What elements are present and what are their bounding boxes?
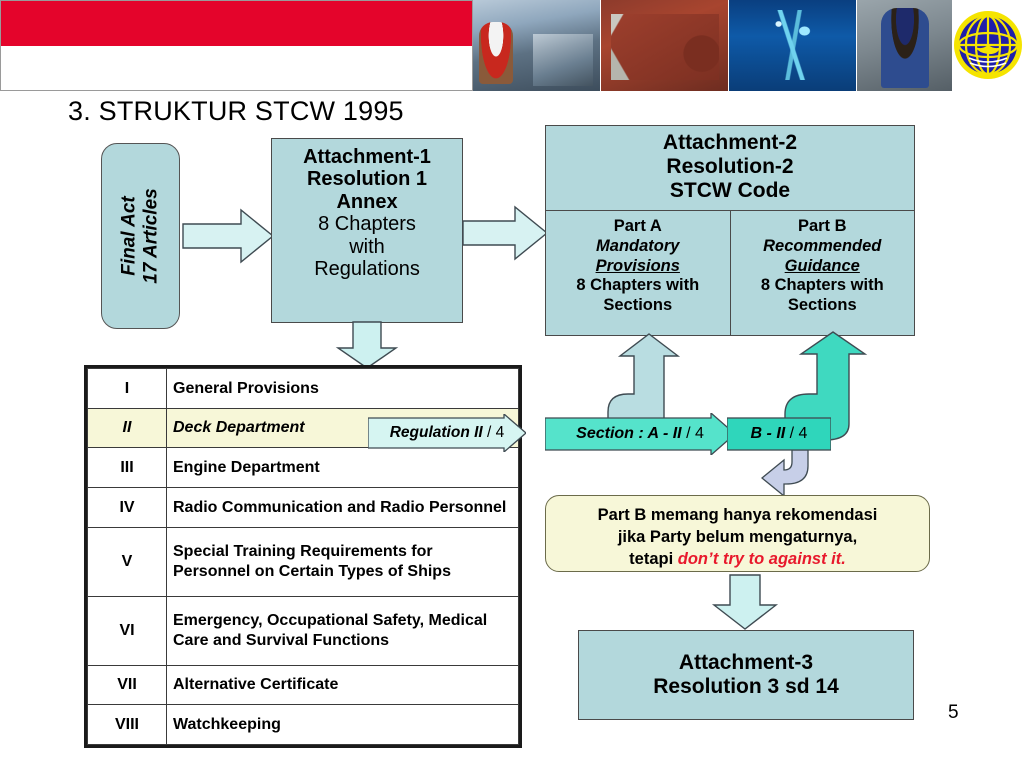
chapters-table: I General Provisions II Deck Department … xyxy=(84,365,522,748)
indonesia-flag xyxy=(0,0,473,91)
attachment3-line1: Attachment-3 xyxy=(678,651,814,674)
photo-dock-worker xyxy=(856,0,954,91)
chapter-number: I xyxy=(87,368,167,409)
part-b-subtitle-italic: Recommended xyxy=(763,236,882,255)
part-b-title: Part B xyxy=(797,217,847,235)
part-b-section-label[interactable]: B - II / 4 xyxy=(727,413,831,455)
regulation-label-suffix: / 4 xyxy=(482,424,505,441)
final-act-box[interactable]: Final Act 17 Articles xyxy=(101,143,180,329)
photo-underwater-rov xyxy=(728,0,857,91)
arrow-finalact-to-attachment1 xyxy=(182,208,275,264)
section-a-label-suffix: / 4 xyxy=(681,425,704,442)
chapter-name: Watchkeeping xyxy=(166,704,519,745)
part-b-subtitle-underline: Guidance xyxy=(784,256,860,275)
chapter-name: General Provisions xyxy=(166,368,519,409)
part-b-detail-line1: 8 Chapters with xyxy=(760,276,884,295)
note-line3-prefix: tetapi xyxy=(629,549,678,568)
attachment1-box[interactable]: Attachment-1 Resolution 1 Annex 8 Chapte… xyxy=(271,138,463,323)
note-box[interactable]: Part B memang hanya rekomendasi jika Par… xyxy=(545,495,930,572)
part-a-subtitle-italic: Mandatory xyxy=(596,236,680,255)
final-act-label: Final Act 17 Articles xyxy=(118,188,163,283)
table-row[interactable]: IV Radio Communication and Radio Personn… xyxy=(87,487,519,528)
attachment1-line6: Regulations xyxy=(314,257,420,280)
note-line1: Part B memang hanya rekomendasi xyxy=(597,506,878,524)
attachment1-line4: 8 Chapters xyxy=(318,213,416,236)
attachment1-line5: with xyxy=(349,235,385,258)
attachment1-line1: Attachment-1 xyxy=(303,146,431,168)
attachment1-line3: Annex xyxy=(336,190,398,213)
attachment3-box[interactable]: Attachment-3 Resolution 3 sd 14 xyxy=(578,630,914,720)
header-photo-strip xyxy=(473,0,954,91)
chapter-number: V xyxy=(87,526,167,597)
table-row[interactable]: I General Provisions xyxy=(87,368,519,409)
attachment2-line1: Attachment-2 xyxy=(662,131,798,154)
table-row[interactable]: VIII Watchkeeping xyxy=(87,704,519,745)
part-b-section-label-suffix: / 4 xyxy=(785,425,808,442)
table-row[interactable]: VII Alternative Certificate xyxy=(87,664,519,706)
arrow-part-b-section-to-part-b xyxy=(783,331,895,441)
regulation-label-text: Regulation II / 4 xyxy=(389,424,505,441)
arrow-note-to-attachment3 xyxy=(711,574,779,631)
arrow-attachment1-to-chapters xyxy=(335,321,399,370)
part-a-detail-line1: 8 Chapters with xyxy=(576,276,700,295)
chapter-name: Alternative Certificate xyxy=(166,664,519,706)
attachment2-heading: Attachment-2 Resolution-2 STCW Code xyxy=(546,126,914,210)
section-a-label-text: Section : A - II / 4 xyxy=(576,425,704,442)
chapter-name: Special Training Requirements for Person… xyxy=(166,526,519,597)
note-line2: jika Party belum mengaturnya, xyxy=(617,527,858,546)
section-a-label-arrow[interactable]: Section : A - II / 4 xyxy=(545,413,735,455)
slide-header xyxy=(0,0,1024,95)
chapter-number: VII xyxy=(87,664,167,706)
arrow-attachment1-to-attachment2 xyxy=(462,205,549,261)
chapter-name: Emergency, Occupational Safety, Medical … xyxy=(166,595,519,666)
table-row[interactable]: III Engine Department xyxy=(87,447,519,489)
photo-mooring-winch xyxy=(600,0,729,91)
page-title: 3. STRUKTUR STCW 1995 xyxy=(68,96,404,126)
part-a-detail-line2: Sections xyxy=(603,296,673,315)
globe-logo xyxy=(953,0,1023,91)
part-a-title: Part A xyxy=(613,217,662,235)
table-row[interactable]: V Special Training Requirements for Pers… xyxy=(87,526,519,597)
part-a-cell[interactable]: Part A Mandatory Provisions 8 Chapters w… xyxy=(546,211,731,335)
attachment2-parts: Part A Mandatory Provisions 8 Chapters w… xyxy=(546,210,914,335)
note-line3: tetapi don’t try to against it. xyxy=(546,549,929,571)
flag-red-band xyxy=(1,1,472,46)
final-act-line2: 17 Articles xyxy=(140,188,162,284)
chapter-number: VIII xyxy=(87,704,167,745)
chapter-number: VI xyxy=(87,595,167,666)
chapter-number: III xyxy=(87,447,167,489)
regulation-label-arrow[interactable]: Regulation II / 4 xyxy=(368,414,526,452)
chapter-number: IV xyxy=(87,487,167,528)
part-b-cell[interactable]: Part B Recommended Guidance 8 Chapters w… xyxy=(731,211,915,335)
part-b-section-label-text: B - II / 4 xyxy=(750,425,808,442)
flag-white-band xyxy=(1,45,472,90)
chapters-table-body: I General Provisions II Deck Department … xyxy=(87,368,519,745)
attachment3-line2: Resolution 3 sd 14 xyxy=(653,674,839,698)
part-a-subtitle-underline: Provisions xyxy=(595,256,680,275)
attachment2-box[interactable]: Attachment-2 Resolution-2 STCW Code Part… xyxy=(545,125,915,336)
table-row[interactable]: VI Emergency, Occupational Safety, Medic… xyxy=(87,595,519,666)
page-number: 5 xyxy=(948,702,959,723)
chapter-name: Engine Department xyxy=(166,447,519,489)
attachment2-line3: STCW Code xyxy=(669,178,791,202)
arrow-part-b-to-note xyxy=(700,449,810,502)
attachment2-line2: Resolution-2 xyxy=(666,154,794,178)
part-b-detail-line2: Sections xyxy=(787,296,857,315)
chapter-number: II xyxy=(87,407,167,449)
photo-crew-on-deck xyxy=(473,0,601,91)
note-line3-emphasis: don’t try to against it. xyxy=(677,549,846,568)
final-act-line1: Final Act xyxy=(118,196,140,276)
chapter-name: Radio Communication and Radio Personnel xyxy=(166,487,519,528)
attachment1-line2: Resolution 1 xyxy=(306,168,427,191)
